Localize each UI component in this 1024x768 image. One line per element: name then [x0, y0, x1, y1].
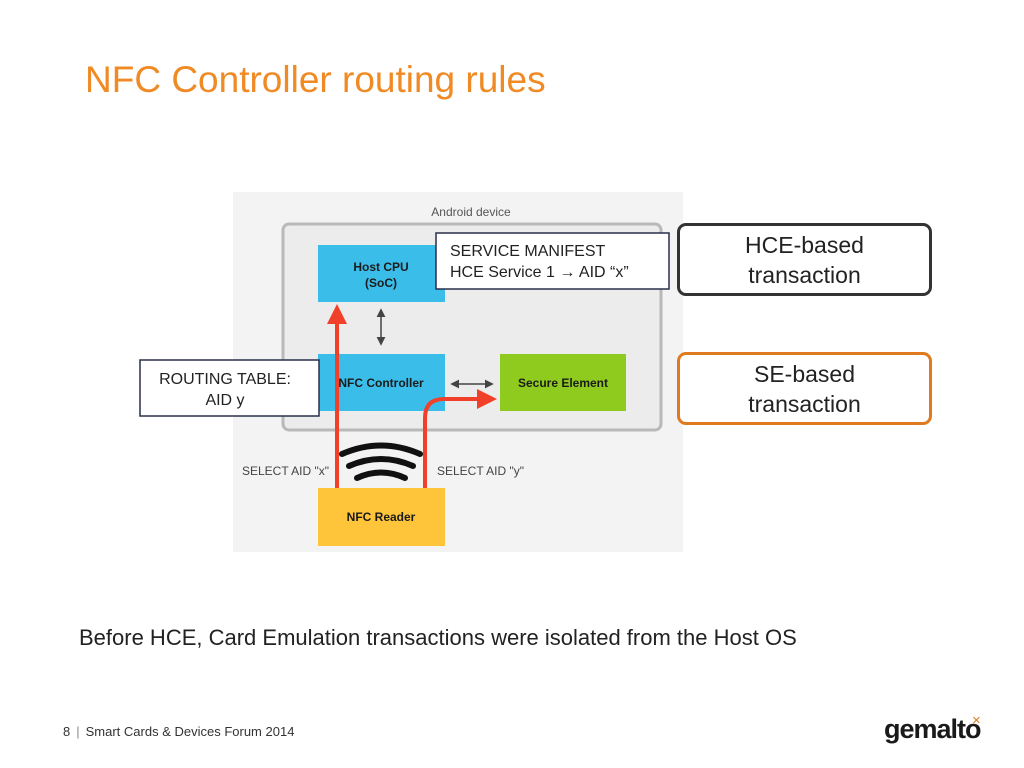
se-callout-line1: SE-based	[753, 360, 855, 387]
hce-transaction-callout: HCE-based transaction	[677, 223, 932, 296]
gemalto-logo-mark-icon: ×	[972, 712, 981, 729]
nfc-controller-box	[318, 354, 445, 411]
wireless-signal-icon	[339, 442, 423, 481]
slide-footer: 8 | Smart Cards & Devices Forum 2014	[63, 724, 294, 739]
slide-title: NFC Controller routing rules	[85, 59, 546, 100]
select-aid-x-label: SELECT AID "x"	[242, 464, 329, 478]
routing-table-title: ROUTING TABLE:	[159, 371, 291, 388]
se-transaction-callout: SE-based transaction	[677, 352, 932, 425]
se-callout-line2: transaction	[748, 390, 861, 417]
gemalto-logo-text: gemalto	[884, 714, 982, 744]
routing-table-entry: AID y	[205, 392, 244, 409]
slide-caption: Before HCE, Card Emulation transactions …	[79, 625, 797, 650]
host-cpu-label: Host CPU	[353, 260, 408, 274]
service-manifest-box	[435, 232, 670, 290]
service-manifest-entry: HCE Service 1 → AID “x”	[450, 264, 629, 281]
secure-element-box	[500, 354, 626, 411]
footer-event-name: Smart Cards & Devices Forum 2014	[85, 724, 295, 739]
android-device-label: Android device	[431, 205, 511, 219]
host-cpu-box	[318, 245, 445, 302]
host-cpu-sublabel: (SoC)	[365, 276, 397, 290]
nfc-controller-label: NFC Controller	[338, 376, 424, 390]
hce-callout-line1: HCE-based	[745, 231, 864, 258]
page-number: 8	[63, 724, 71, 739]
nfc-reader-box	[318, 488, 445, 546]
routing-table-box	[139, 359, 320, 417]
service-manifest-title: SERVICE MANIFEST	[450, 243, 606, 260]
footer-separator: |	[76, 724, 80, 739]
se-route-arrow	[423, 389, 497, 489]
gemalto-logo: gemalto ×	[884, 712, 994, 748]
hce-callout-line2: transaction	[748, 261, 861, 288]
select-aid-y-label: SELECT AID "y"	[437, 464, 524, 478]
secure-element-label: Secure Element	[518, 376, 608, 390]
nfc-reader-label: NFC Reader	[347, 510, 416, 524]
